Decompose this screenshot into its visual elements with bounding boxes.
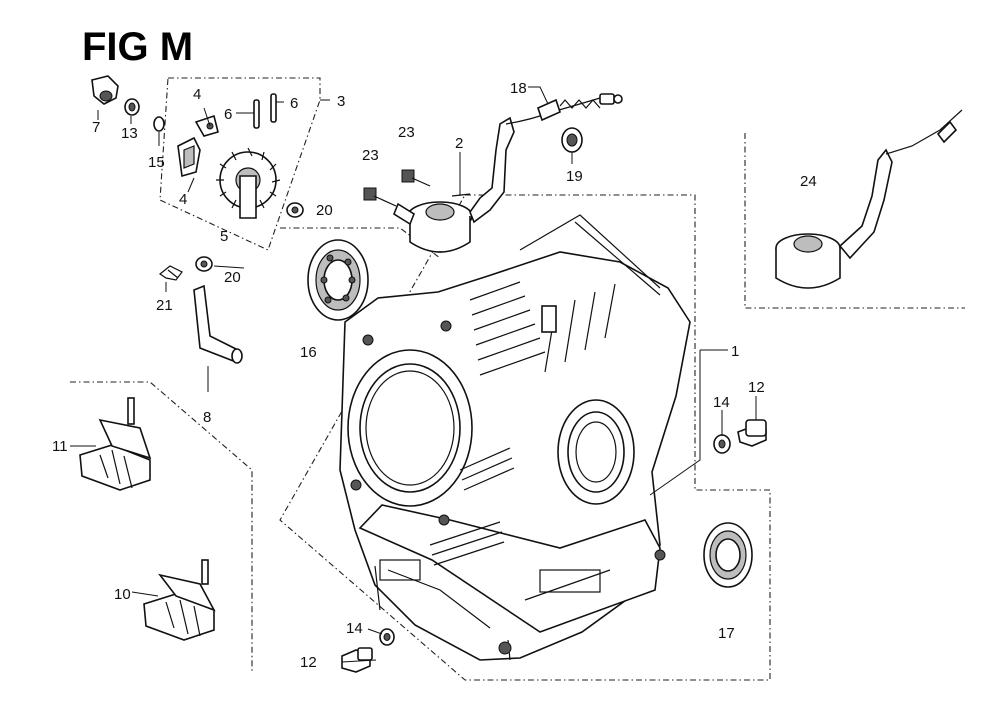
callout-19: 19 (566, 168, 583, 185)
engine-mount-upper (79, 397, 152, 491)
oil-alert-kit (775, 109, 963, 289)
callout-2: 2 (455, 135, 463, 152)
clip-21 (158, 265, 183, 281)
callout-21: 21 (156, 297, 173, 314)
callout-7: 7 (92, 119, 100, 136)
callout-10: 10 (114, 586, 131, 603)
oil-seal (703, 522, 753, 588)
callout-11: 11 (52, 438, 68, 455)
oil-level-switch (393, 116, 515, 253)
callout-18: 18 (510, 80, 527, 97)
oil-alert-group-box (744, 133, 965, 309)
callout-17: 17 (718, 625, 735, 642)
callout-13: 13 (121, 125, 138, 142)
callout-24: 24 (800, 173, 817, 190)
pump-pin-4 (194, 114, 219, 137)
washer-bottom (379, 628, 395, 646)
callout-8: 8 (203, 409, 211, 426)
callout-5: 5 (220, 228, 228, 245)
callout-4-upper: 4 (193, 86, 201, 103)
callout-15: 15 (148, 154, 165, 171)
radial-ball-bearing (307, 239, 369, 321)
drain-plug-bolt-right (737, 419, 767, 447)
dowel-pin-left (253, 99, 260, 129)
figure-title: FIG M (82, 25, 193, 69)
callout-23-lower: 23 (362, 147, 379, 164)
breather-tube (193, 284, 243, 364)
callout-3: 3 (337, 93, 345, 110)
callout-6-left: 6 (224, 106, 232, 123)
callout-1: 1 (731, 343, 739, 360)
callout-labels: 1 2 3 4 4 5 6 6 7 8 10 11 12 12 13 14 14… (52, 80, 817, 671)
callout-14-bottom: 14 (346, 620, 363, 637)
callout-20-upper: 20 (316, 202, 333, 219)
engine-mount-lower (143, 559, 216, 641)
oil-pump-gear (216, 147, 281, 219)
washer-right (713, 434, 731, 454)
callout-16: 16 (300, 344, 317, 361)
o-ring-13 (124, 98, 140, 116)
flange-bolt-23-upper (401, 169, 431, 187)
crankcase (339, 214, 691, 661)
callout-12-bottom: 12 (300, 654, 317, 671)
callout-14-right: 14 (713, 394, 730, 411)
oil-pump-group-box (159, 77, 321, 251)
wire-harness (505, 93, 623, 125)
callout-4-lower: 4 (179, 191, 187, 208)
oil-filler-cap (91, 75, 119, 105)
callout-20-lower: 20 (224, 269, 241, 286)
washer-20-lower (195, 256, 213, 272)
callout-23-upper: 23 (398, 124, 415, 141)
callout-12-right: 12 (748, 379, 765, 396)
dowel-pin-right (270, 93, 277, 123)
flange-bolt-23-lower (363, 187, 397, 207)
oil-pump-body (177, 136, 201, 178)
engine-mount-group-box (70, 381, 253, 672)
callout-6-right: 6 (290, 95, 298, 112)
leader-lines (70, 86, 757, 663)
grommet (561, 127, 583, 153)
o-ring-15 (153, 116, 165, 132)
washer-20-upper (286, 202, 304, 218)
